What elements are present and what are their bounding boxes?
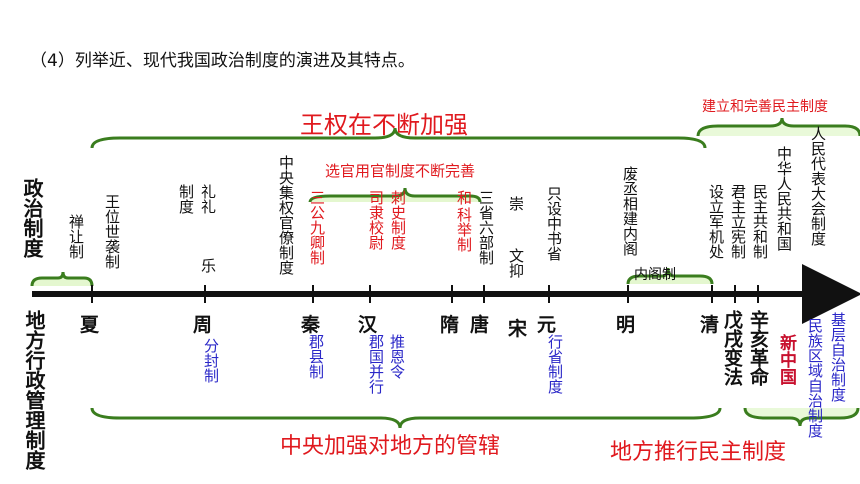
top-right-brace-label: 建立和完善民主制度	[702, 99, 828, 115]
item-jiceng: 基层自治制度	[829, 312, 847, 402]
item-minzhu: 民主共和制	[751, 184, 769, 259]
item-sangong: 三公九卿制	[308, 190, 326, 265]
dynasty-tang: 唐	[470, 314, 490, 336]
item-cishi: 刺史制度	[389, 190, 407, 250]
item-wenyi: 文抑	[507, 248, 525, 278]
left-small-brace	[30, 271, 94, 287]
item-xingsheng: 行省制度	[546, 334, 564, 394]
item-gonghe: 中华人民共和国	[775, 146, 793, 251]
event-xinhai: 辛亥革命	[747, 310, 769, 386]
item-zhongyang: 中央集权官僚制度	[277, 155, 295, 275]
bottom-brace	[90, 407, 722, 429]
inner-brace-label: 选官用官制度不断完善	[325, 162, 476, 180]
item-feicheng: 废丞相建内阁	[621, 166, 639, 256]
item-tuien: 推恩令	[388, 334, 406, 379]
dynasty-yuan: 元	[537, 314, 557, 336]
dynasty-sui: 隋	[440, 314, 460, 336]
top-brace	[90, 127, 707, 149]
bottom-right-brace	[743, 407, 860, 427]
item-keju: 科举制	[455, 207, 473, 252]
item-he: 和	[455, 190, 473, 205]
item-renda: 人民代表大会制度	[809, 126, 827, 246]
item-junxian: 郡县制	[307, 334, 325, 379]
top-right-brace	[696, 117, 860, 137]
item-shanrang: 禅让制	[67, 214, 85, 259]
dynasty-xia: 夏	[80, 314, 100, 336]
item-yue: 乐	[199, 258, 217, 273]
item-chong: 崇	[507, 196, 525, 211]
event-wuxu: 戊戌变法	[721, 310, 743, 386]
item-fenfeng: 分封制	[202, 338, 220, 383]
dynasty-han: 汉	[358, 314, 378, 336]
timeline-ticks	[91, 285, 759, 303]
dynasty-zhou: 周	[193, 314, 213, 336]
event-new-china: 新中国	[776, 334, 796, 385]
dynasty-qin: 秦	[301, 314, 321, 336]
item-zhongshu: 只设中书省	[545, 186, 563, 261]
dynasty-qing: 清	[700, 314, 720, 336]
dynasty-song: 宋	[508, 318, 528, 340]
item-sansheng: 三省六部制	[477, 190, 495, 265]
left-top-title: 政治制度	[20, 178, 44, 258]
question-text: （4）列举近、现代我国政治制度的演进及其特点。	[30, 51, 415, 71]
item-junguo: 郡国并行	[367, 334, 385, 394]
top-brace-label: 王权在不断加强	[300, 111, 468, 139]
item-silixiaowei: 司隶校尉	[367, 190, 385, 250]
item-neige: 内阁制	[634, 267, 676, 283]
item-junjichu: 设立军机处	[707, 184, 725, 259]
bottom-brace-label: 中央加强对地方的管辖	[280, 434, 501, 459]
left-bottom-title: 地方行政管理制度	[22, 310, 46, 470]
item-lili: 礼礼	[199, 184, 217, 214]
bottom-right-brace-label: 地方推行民主制度	[610, 440, 787, 465]
item-zhidu: 制度	[177, 184, 195, 214]
item-wangwei: 王位世袭制	[103, 194, 121, 269]
item-minzu: 民族区域自治制度	[806, 318, 824, 438]
inner-brace	[308, 187, 482, 203]
dynasty-ming: 明	[616, 314, 636, 336]
item-junzhu: 君主立宪制	[729, 184, 747, 259]
neige-brace	[626, 267, 714, 285]
